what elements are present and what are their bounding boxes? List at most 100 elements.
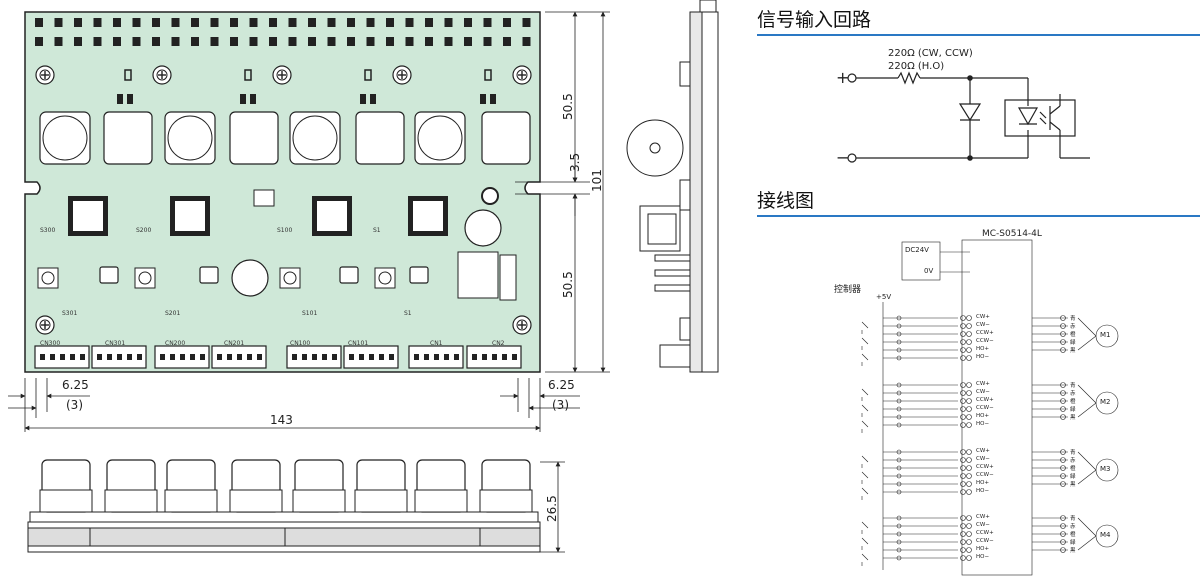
wiring-motor-wire-label: 橙 bbox=[1070, 399, 1076, 405]
front-component bbox=[104, 489, 158, 513]
terminal-icon bbox=[1060, 457, 1066, 463]
pcb-pad bbox=[327, 18, 336, 27]
connector-pin bbox=[512, 354, 517, 360]
pcb-label-cn101: CN101 bbox=[348, 340, 369, 347]
terminal-icon bbox=[960, 323, 966, 329]
wiring-motor-wire-label: 黒 bbox=[1070, 548, 1076, 554]
pcb-side-view bbox=[626, 0, 719, 373]
pcb-pad bbox=[386, 18, 394, 27]
wiring-motor-wire-label: 緑 bbox=[1070, 474, 1076, 480]
front-component bbox=[39, 489, 93, 513]
connector-pin bbox=[40, 354, 45, 360]
pcb-pad bbox=[230, 37, 238, 46]
smd-part bbox=[244, 69, 252, 81]
screw-icon bbox=[516, 69, 528, 81]
pcb-pad bbox=[269, 37, 277, 46]
wiring-motor-wire-label: 緑 bbox=[1070, 340, 1076, 346]
terminal-icon bbox=[966, 555, 972, 561]
terminal-icon bbox=[1060, 523, 1066, 529]
terminal-icon bbox=[960, 523, 966, 529]
pcb-pad bbox=[444, 18, 453, 27]
pcb-pad bbox=[308, 37, 316, 46]
terminal-icon bbox=[960, 473, 966, 479]
front-component bbox=[414, 489, 468, 513]
terminal-icon bbox=[1060, 465, 1066, 471]
pcb-label-s201: S201 bbox=[165, 310, 181, 317]
terminal-icon bbox=[1060, 339, 1066, 345]
pcb-pad bbox=[230, 18, 238, 27]
terminal-icon bbox=[896, 449, 902, 455]
pcb-front-view bbox=[27, 459, 541, 553]
dim-side-height: 26.5 bbox=[545, 495, 559, 522]
pcb-pad bbox=[503, 37, 511, 46]
terminal-icon bbox=[960, 489, 966, 495]
relay bbox=[481, 111, 531, 165]
terminal-icon bbox=[1060, 473, 1066, 479]
smd-ic bbox=[409, 266, 429, 284]
pcb-pad bbox=[483, 37, 492, 46]
terminal-icon bbox=[966, 406, 972, 412]
terminal-icon bbox=[896, 406, 902, 412]
pcb-pad bbox=[54, 18, 63, 27]
pcb-pad bbox=[308, 18, 316, 27]
circuit-r-label1: 220Ω (CW, CCW) bbox=[888, 48, 973, 59]
rotary-switch bbox=[378, 271, 392, 285]
terminal-icon bbox=[966, 331, 972, 337]
rotary-switch bbox=[41, 271, 55, 285]
terminal-icon bbox=[1060, 390, 1066, 396]
connector-pin bbox=[322, 354, 327, 360]
smd-ic bbox=[199, 266, 219, 284]
pcb-pad bbox=[171, 18, 180, 27]
signal-input-circuit bbox=[847, 71, 1090, 163]
terminal-icon bbox=[1060, 547, 1066, 553]
connector-pin bbox=[369, 354, 374, 360]
connector-pin bbox=[127, 354, 132, 360]
pcb-pad bbox=[327, 37, 336, 46]
dim-edge-left: 6.25 bbox=[62, 378, 89, 392]
capacitor bbox=[164, 111, 216, 165]
smd-part bbox=[240, 94, 246, 104]
front-component bbox=[164, 489, 218, 513]
wiring-motor-wire-label: 青 bbox=[1070, 316, 1076, 322]
wiring-motor-wire-label: 青 bbox=[1070, 516, 1076, 522]
switch-icon bbox=[861, 420, 869, 428]
switch-icon bbox=[861, 353, 869, 361]
wiring-motor-wire-label: 赤 bbox=[1070, 524, 1076, 530]
connector-pin bbox=[292, 354, 297, 360]
terminal-block bbox=[499, 254, 517, 301]
wiring-underline bbox=[757, 215, 1200, 217]
pcb-top-view bbox=[24, 11, 541, 373]
terminal-icon bbox=[896, 473, 902, 479]
terminal-icon bbox=[896, 355, 902, 361]
pcb-label-cn2: CN2 bbox=[492, 340, 505, 347]
terminal-icon bbox=[896, 390, 902, 396]
terminal-icon bbox=[960, 422, 966, 428]
pcb-pad bbox=[152, 18, 160, 27]
pcb-pad bbox=[405, 18, 414, 27]
terminal-icon bbox=[966, 539, 972, 545]
front-component bbox=[479, 489, 533, 513]
wiring-dc-label: DC24V bbox=[905, 246, 929, 254]
wiring-motor-wire-label: 黒 bbox=[1070, 415, 1076, 421]
terminal-icon bbox=[966, 398, 972, 404]
wiring-motor-wire-label: 青 bbox=[1070, 383, 1076, 389]
wiring-pin-label: CCW− bbox=[976, 472, 994, 478]
motor-wire bbox=[1077, 402, 1097, 418]
connector-pin bbox=[190, 354, 195, 360]
wiring-pin-label: CCW+ bbox=[976, 397, 994, 403]
pcb-label-cn200: CN200 bbox=[165, 340, 186, 347]
connector-pin bbox=[482, 354, 487, 360]
pcb-pad bbox=[191, 37, 199, 46]
dim-edge-left-sub: (3) bbox=[66, 398, 83, 412]
qfp-chip bbox=[413, 201, 443, 231]
terminal-icon bbox=[960, 457, 966, 463]
pcb-pad bbox=[347, 18, 355, 27]
wiring-pin-label: HO− bbox=[976, 354, 990, 360]
terminal-icon bbox=[966, 457, 972, 463]
terminal-icon bbox=[896, 457, 902, 463]
signal-input-underline bbox=[757, 34, 1200, 36]
terminal-icon bbox=[896, 547, 902, 553]
inductor bbox=[231, 259, 269, 297]
